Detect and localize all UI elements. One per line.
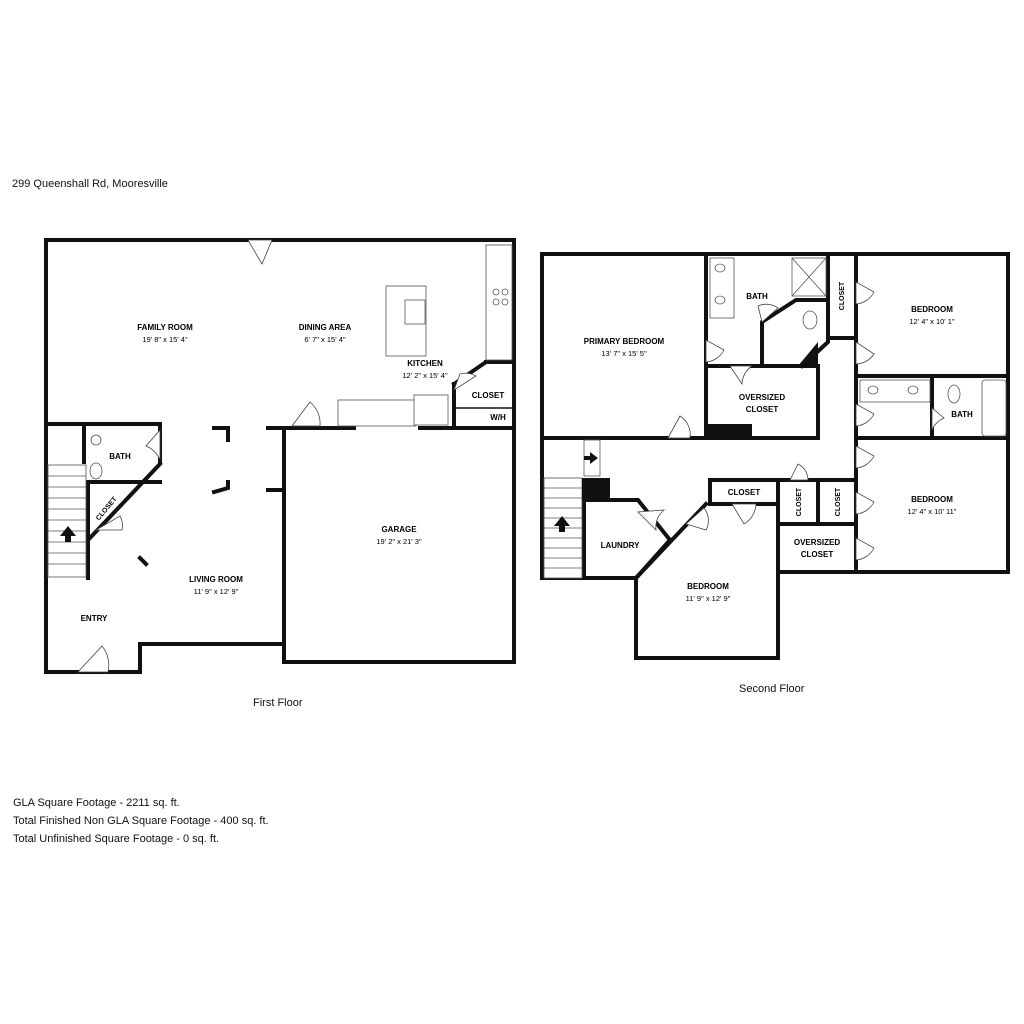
- bedroom-e-label: BEDROOM: [911, 495, 953, 504]
- primary-bath-label: BATH: [746, 292, 768, 301]
- oversized-closet-1-label: OVERSIZED: [739, 393, 785, 402]
- kitchen-dims: 12' 2" x 15' 4": [402, 371, 448, 380]
- bedroom-s-label: BEDROOM: [687, 582, 729, 591]
- wh-label: W/H: [490, 413, 506, 422]
- living-room-label: LIVING ROOM: [189, 575, 243, 584]
- bedroom-ne-dims: 12' 4" x 10' 1": [909, 317, 955, 326]
- bedroom-s-dims: 11' 9" x 12' 9": [686, 594, 731, 603]
- first-bath-label: BATH: [109, 452, 131, 461]
- oversized-closet-2-label-2: CLOSET: [801, 550, 834, 559]
- dining-area-label: DINING AREA: [299, 323, 352, 332]
- unfinished-square-footage: Total Unfinished Square Footage - 0 sq. …: [13, 833, 220, 845]
- second-floor-plan: [540, 252, 1010, 660]
- kitchen-label: KITCHEN: [407, 359, 443, 368]
- oversized-closet-1-label-2: CLOSET: [746, 405, 779, 414]
- family-room-dims: 19' 8" x 15' 4": [142, 335, 188, 344]
- bedroom-e-dims: 12' 4" x 10' 11": [908, 507, 957, 516]
- second-floor-labels: PRIMARY BEDROOM 13' 7" x 15' 5" BATH OVE…: [584, 281, 973, 603]
- family-room-label: FAMILY ROOM: [137, 323, 193, 332]
- hall-bath-label: BATH: [951, 410, 973, 419]
- primary-bedroom-dims: 13' 7" x 15' 5": [601, 349, 647, 358]
- garage-dims: 19' 2" x 21' 3": [376, 537, 422, 546]
- finished-non-gla-square-footage: Total Finished Non GLA Square Footage - …: [13, 815, 269, 827]
- primary-bedroom-label: PRIMARY BEDROOM: [584, 337, 665, 346]
- garage-label: GARAGE: [381, 525, 417, 534]
- first-floor-plan: [44, 238, 516, 674]
- bedroom-ne-label: BEDROOM: [911, 305, 953, 314]
- living-room-dims: 11' 9" x 12' 9": [194, 587, 239, 596]
- closet-v1-label: CLOSET: [796, 487, 803, 516]
- square-footage-summary: GLA Square Footage - 2211 sq. ft. Total …: [13, 794, 269, 848]
- dining-area-dims: 6' 7" x 15' 4": [304, 335, 345, 344]
- entry-label: ENTRY: [81, 614, 108, 623]
- property-address: 299 Queenshall Rd, Mooresville: [12, 178, 168, 190]
- first-floor-labels: FAMILY ROOM 19' 8" x 15' 4" DINING AREA …: [81, 323, 506, 623]
- gla-square-footage: GLA Square Footage - 2211 sq. ft.: [13, 797, 180, 809]
- kitchen-closet-label: CLOSET: [472, 391, 505, 400]
- closet-top-label: CLOSET: [839, 281, 846, 310]
- first-floor-label: First Floor: [253, 697, 303, 709]
- oversized-closet-2-label: OVERSIZED: [794, 538, 840, 547]
- closet-v2-label: CLOSET: [835, 487, 842, 516]
- second-floor-label: Second Floor: [739, 683, 805, 695]
- laundry-label: LAUNDRY: [601, 541, 640, 550]
- closet-mid-label: CLOSET: [728, 488, 761, 497]
